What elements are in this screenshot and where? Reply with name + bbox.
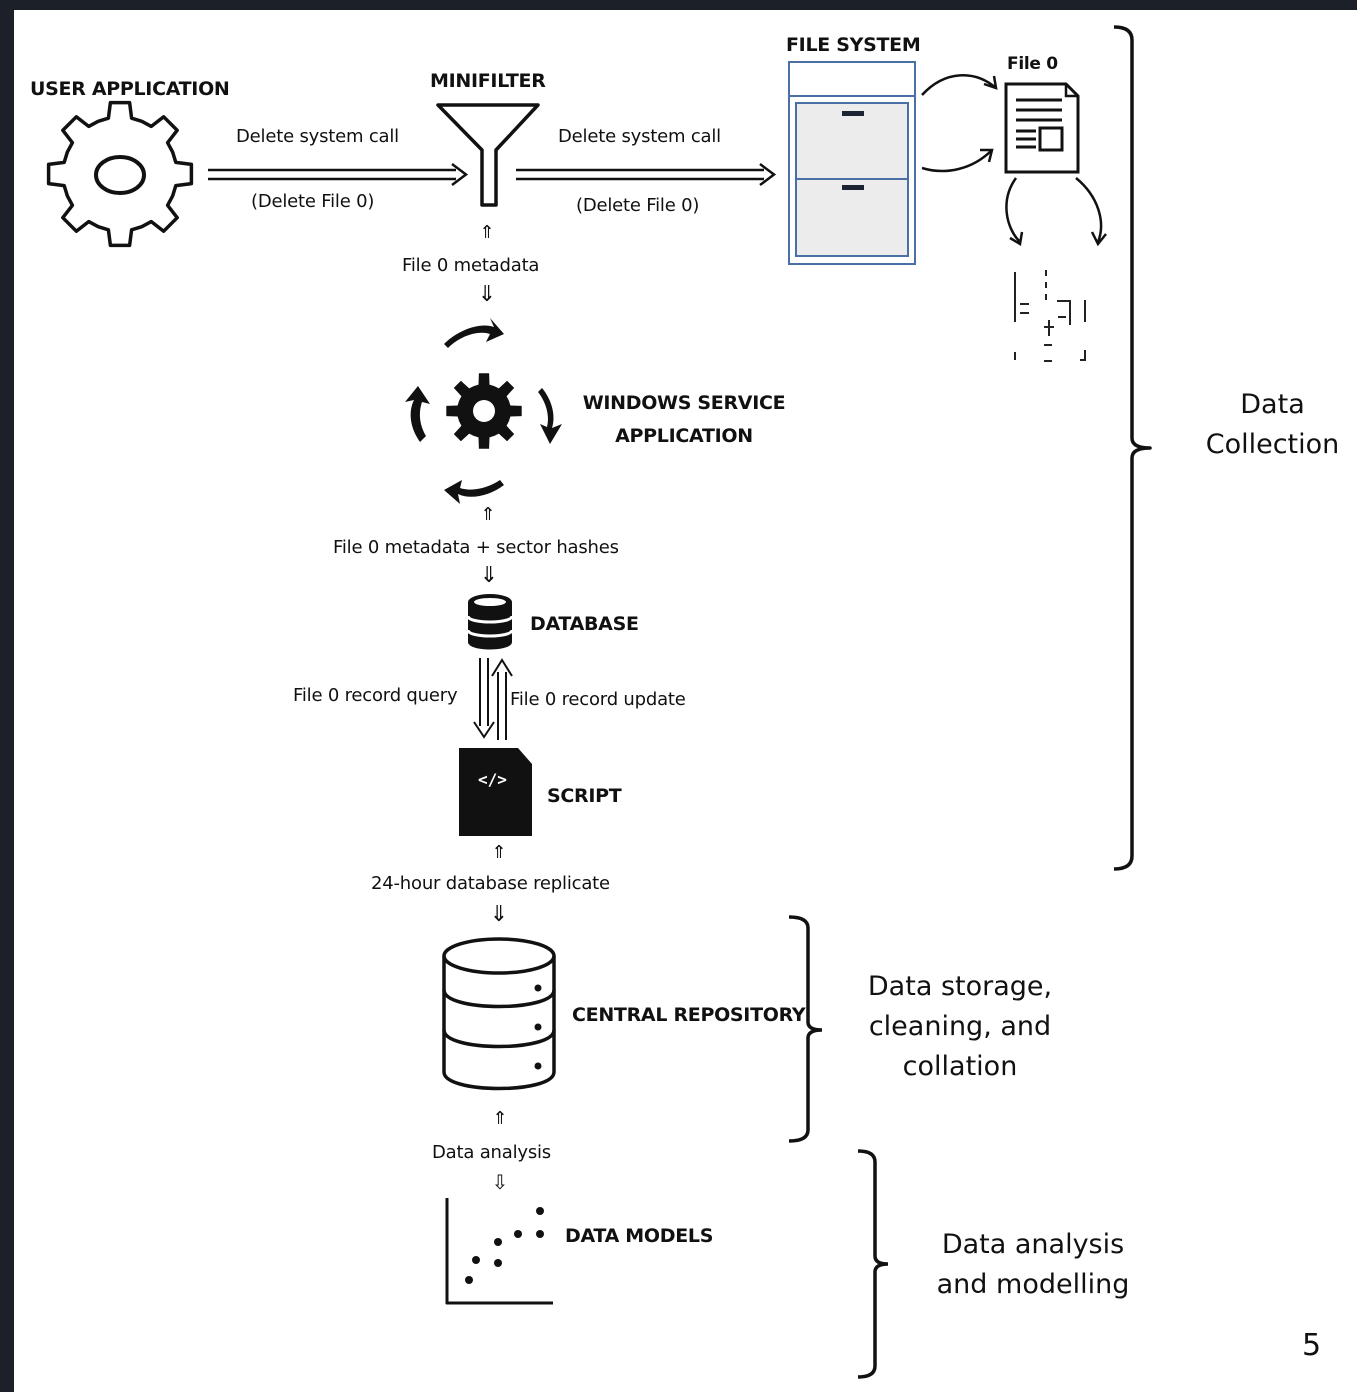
file0-metadata-label: File 0 metadata (402, 255, 540, 276)
fragmented-file-icon (1014, 270, 1086, 362)
data-analysis-line-2: and modelling (936, 1269, 1130, 1300)
data-storage-line-3: collation (902, 1051, 1018, 1082)
delete-call-arrow-1 (208, 163, 469, 186)
data-storage-brace (788, 915, 823, 1143)
windows-service-label-1: WINDOWS SERVICE (582, 392, 786, 414)
data-models-label: DATA MODELS (565, 1225, 714, 1247)
delete-call-label-1: Delete system call (236, 126, 399, 147)
data-collection-phase: Data Collection (1200, 385, 1345, 465)
file-system-cabinet-icon (788, 61, 916, 265)
user-application-gear-icon (46, 100, 194, 248)
record-update-label: File 0 record update (510, 689, 686, 710)
minifilter-label: MINIFILTER (430, 70, 546, 92)
connector-down-3: ⇓ (489, 902, 509, 927)
connector-down-4: ⇩ (491, 1170, 509, 1194)
delete-call-label-2: Delete system call (558, 126, 721, 147)
central-repository-icon (442, 937, 556, 1091)
query-update-arrows (473, 658, 513, 740)
delete-file-label-1: (Delete File 0) (251, 191, 375, 212)
data-models-scatter-icon (445, 1198, 553, 1305)
connector-up-3: ⇑ (491, 842, 507, 863)
connector-down-2: ⇓ (479, 563, 499, 588)
windows-service-label-2: APPLICATION (615, 425, 753, 447)
data-analysis-line-1: Data analysis (941, 1229, 1125, 1260)
data-analysis-phase: Data analysis and modelling (925, 1225, 1141, 1305)
file-to-fragments-arrows (1005, 177, 1107, 247)
file-system-label: FILE SYSTEM (786, 34, 921, 56)
file0-document-icon (1004, 82, 1080, 174)
connector-up-4: ⇑ (492, 1108, 508, 1129)
central-repository-label: CENTRAL REPOSITORY (572, 1004, 806, 1026)
data-analysis-brace (857, 1149, 889, 1379)
metadata-hashes-label: File 0 metadata + sector hashes (333, 537, 619, 558)
cabinet-to-file-arrows (921, 74, 998, 173)
user-application-label: USER APPLICATION (30, 78, 230, 100)
data-analysis-label: Data analysis (432, 1142, 551, 1163)
page-number: 5 (1302, 1328, 1322, 1363)
delete-call-arrow-2 (516, 163, 777, 186)
data-collection-brace (1113, 25, 1152, 871)
script-file-icon (459, 748, 532, 836)
windows-service-gear-icon (405, 318, 562, 504)
data-storage-line-1: Data storage, (867, 971, 1053, 1002)
replicate-label: 24-hour database replicate (371, 873, 610, 894)
record-query-label: File 0 record query (293, 685, 458, 706)
connector-up-1: ⇑ (479, 222, 495, 243)
script-code-icon: </> (478, 770, 507, 789)
connector-up-2: ⇑ (480, 504, 496, 525)
data-storage-phase: Data storage, cleaning, and collation (855, 967, 1065, 1087)
script-label: SCRIPT (547, 785, 622, 807)
data-storage-line-2: cleaning, and (868, 1011, 1052, 1042)
database-label: DATABASE (530, 613, 639, 635)
database-icon (466, 594, 514, 650)
data-collection-line-1: Data (1240, 389, 1305, 420)
minifilter-funnel-icon (436, 103, 540, 207)
file0-label: File 0 (1007, 54, 1058, 74)
connector-down-1: ⇓ (477, 282, 497, 307)
data-collection-line-2: Collection (1205, 429, 1340, 460)
delete-file-label-2: (Delete File 0) (576, 195, 700, 216)
